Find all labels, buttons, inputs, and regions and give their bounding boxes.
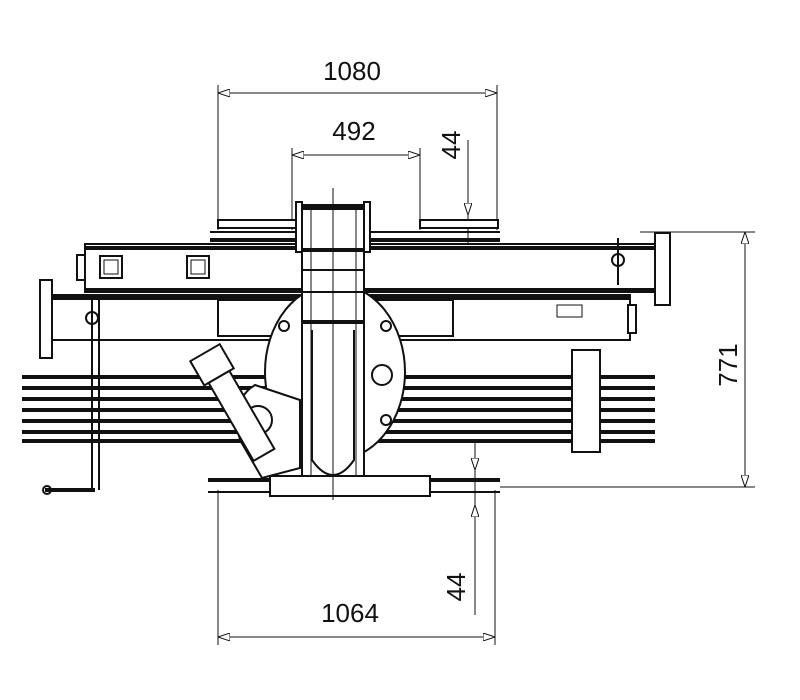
dim-inner-width: 492 xyxy=(332,116,375,146)
dim-top-width: 1080 xyxy=(323,56,381,86)
bottom-rail xyxy=(208,475,500,500)
dimension-lines xyxy=(218,93,745,637)
dim-height: 771 xyxy=(713,343,743,386)
upper-beam xyxy=(76,232,671,306)
dim-top-offset: 44 xyxy=(436,131,466,160)
dim-bottom-offset: 44 xyxy=(441,573,471,602)
dim-bottom-width: 1064 xyxy=(321,598,379,628)
motor xyxy=(188,342,301,480)
center-column xyxy=(295,188,371,500)
